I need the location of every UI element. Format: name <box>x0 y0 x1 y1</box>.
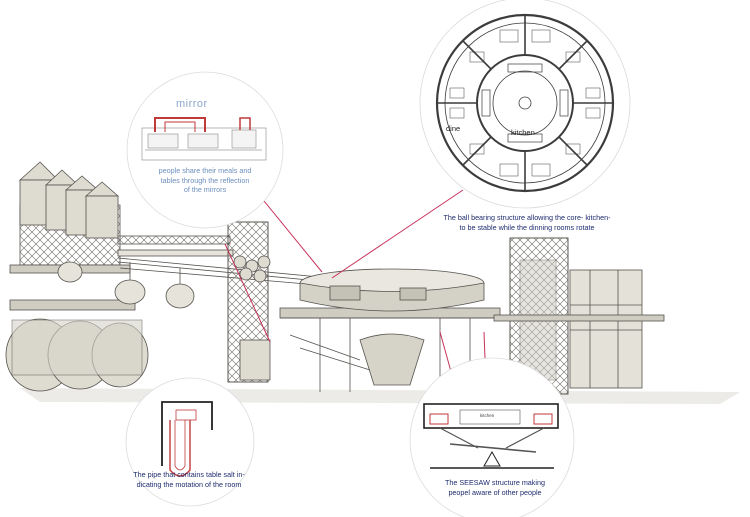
rotating-restaurant <box>279 268 501 392</box>
mirror-title: mirror <box>176 98 208 110</box>
plan-caption-line-2: to be stable while the dinning rooms rot… <box>459 222 595 232</box>
plan-label-dine: dine <box>446 124 461 133</box>
pipe-caption: The pipe that contains table salt in- di… <box>114 470 264 489</box>
plan-caption: The ball bearing structure allowing the … <box>412 213 642 232</box>
pipe-caption-line-2: dicating the motation of the room <box>136 479 242 489</box>
seesaw-inner-label: kitchen <box>480 413 495 418</box>
plan-callout <box>419 0 631 209</box>
plan-caption-line-1: The ball bearing structure allowing the … <box>443 213 611 222</box>
ground-shadow <box>20 388 740 404</box>
seesaw-caption: The SEESAW structure making peopel aware… <box>430 478 560 497</box>
right-building <box>493 269 665 389</box>
plan-label-kitchen: kitchen <box>511 128 535 137</box>
seesaw-caption-line-1: The SEESAW structure making <box>445 478 545 487</box>
pipe-caption-line-1: The pipe that contains table salt in- <box>133 470 245 479</box>
mirror-caption: people share their meals and tables thro… <box>145 166 265 195</box>
left-silo-structure <box>5 161 149 392</box>
seesaw-callout <box>409 357 575 517</box>
central-tower <box>227 221 271 383</box>
mirror-caption-line-3: of the mirrors <box>183 185 227 195</box>
pipe-callout <box>125 377 255 507</box>
mirror-caption-line-2: tables through the reflection <box>160 175 250 185</box>
seesaw-caption-line-2: peopel aware of other people <box>448 487 542 497</box>
mirror-caption-line-1: people share their meals and <box>158 166 252 175</box>
cable-bridges <box>57 235 331 309</box>
mirror-callout <box>126 71 284 229</box>
